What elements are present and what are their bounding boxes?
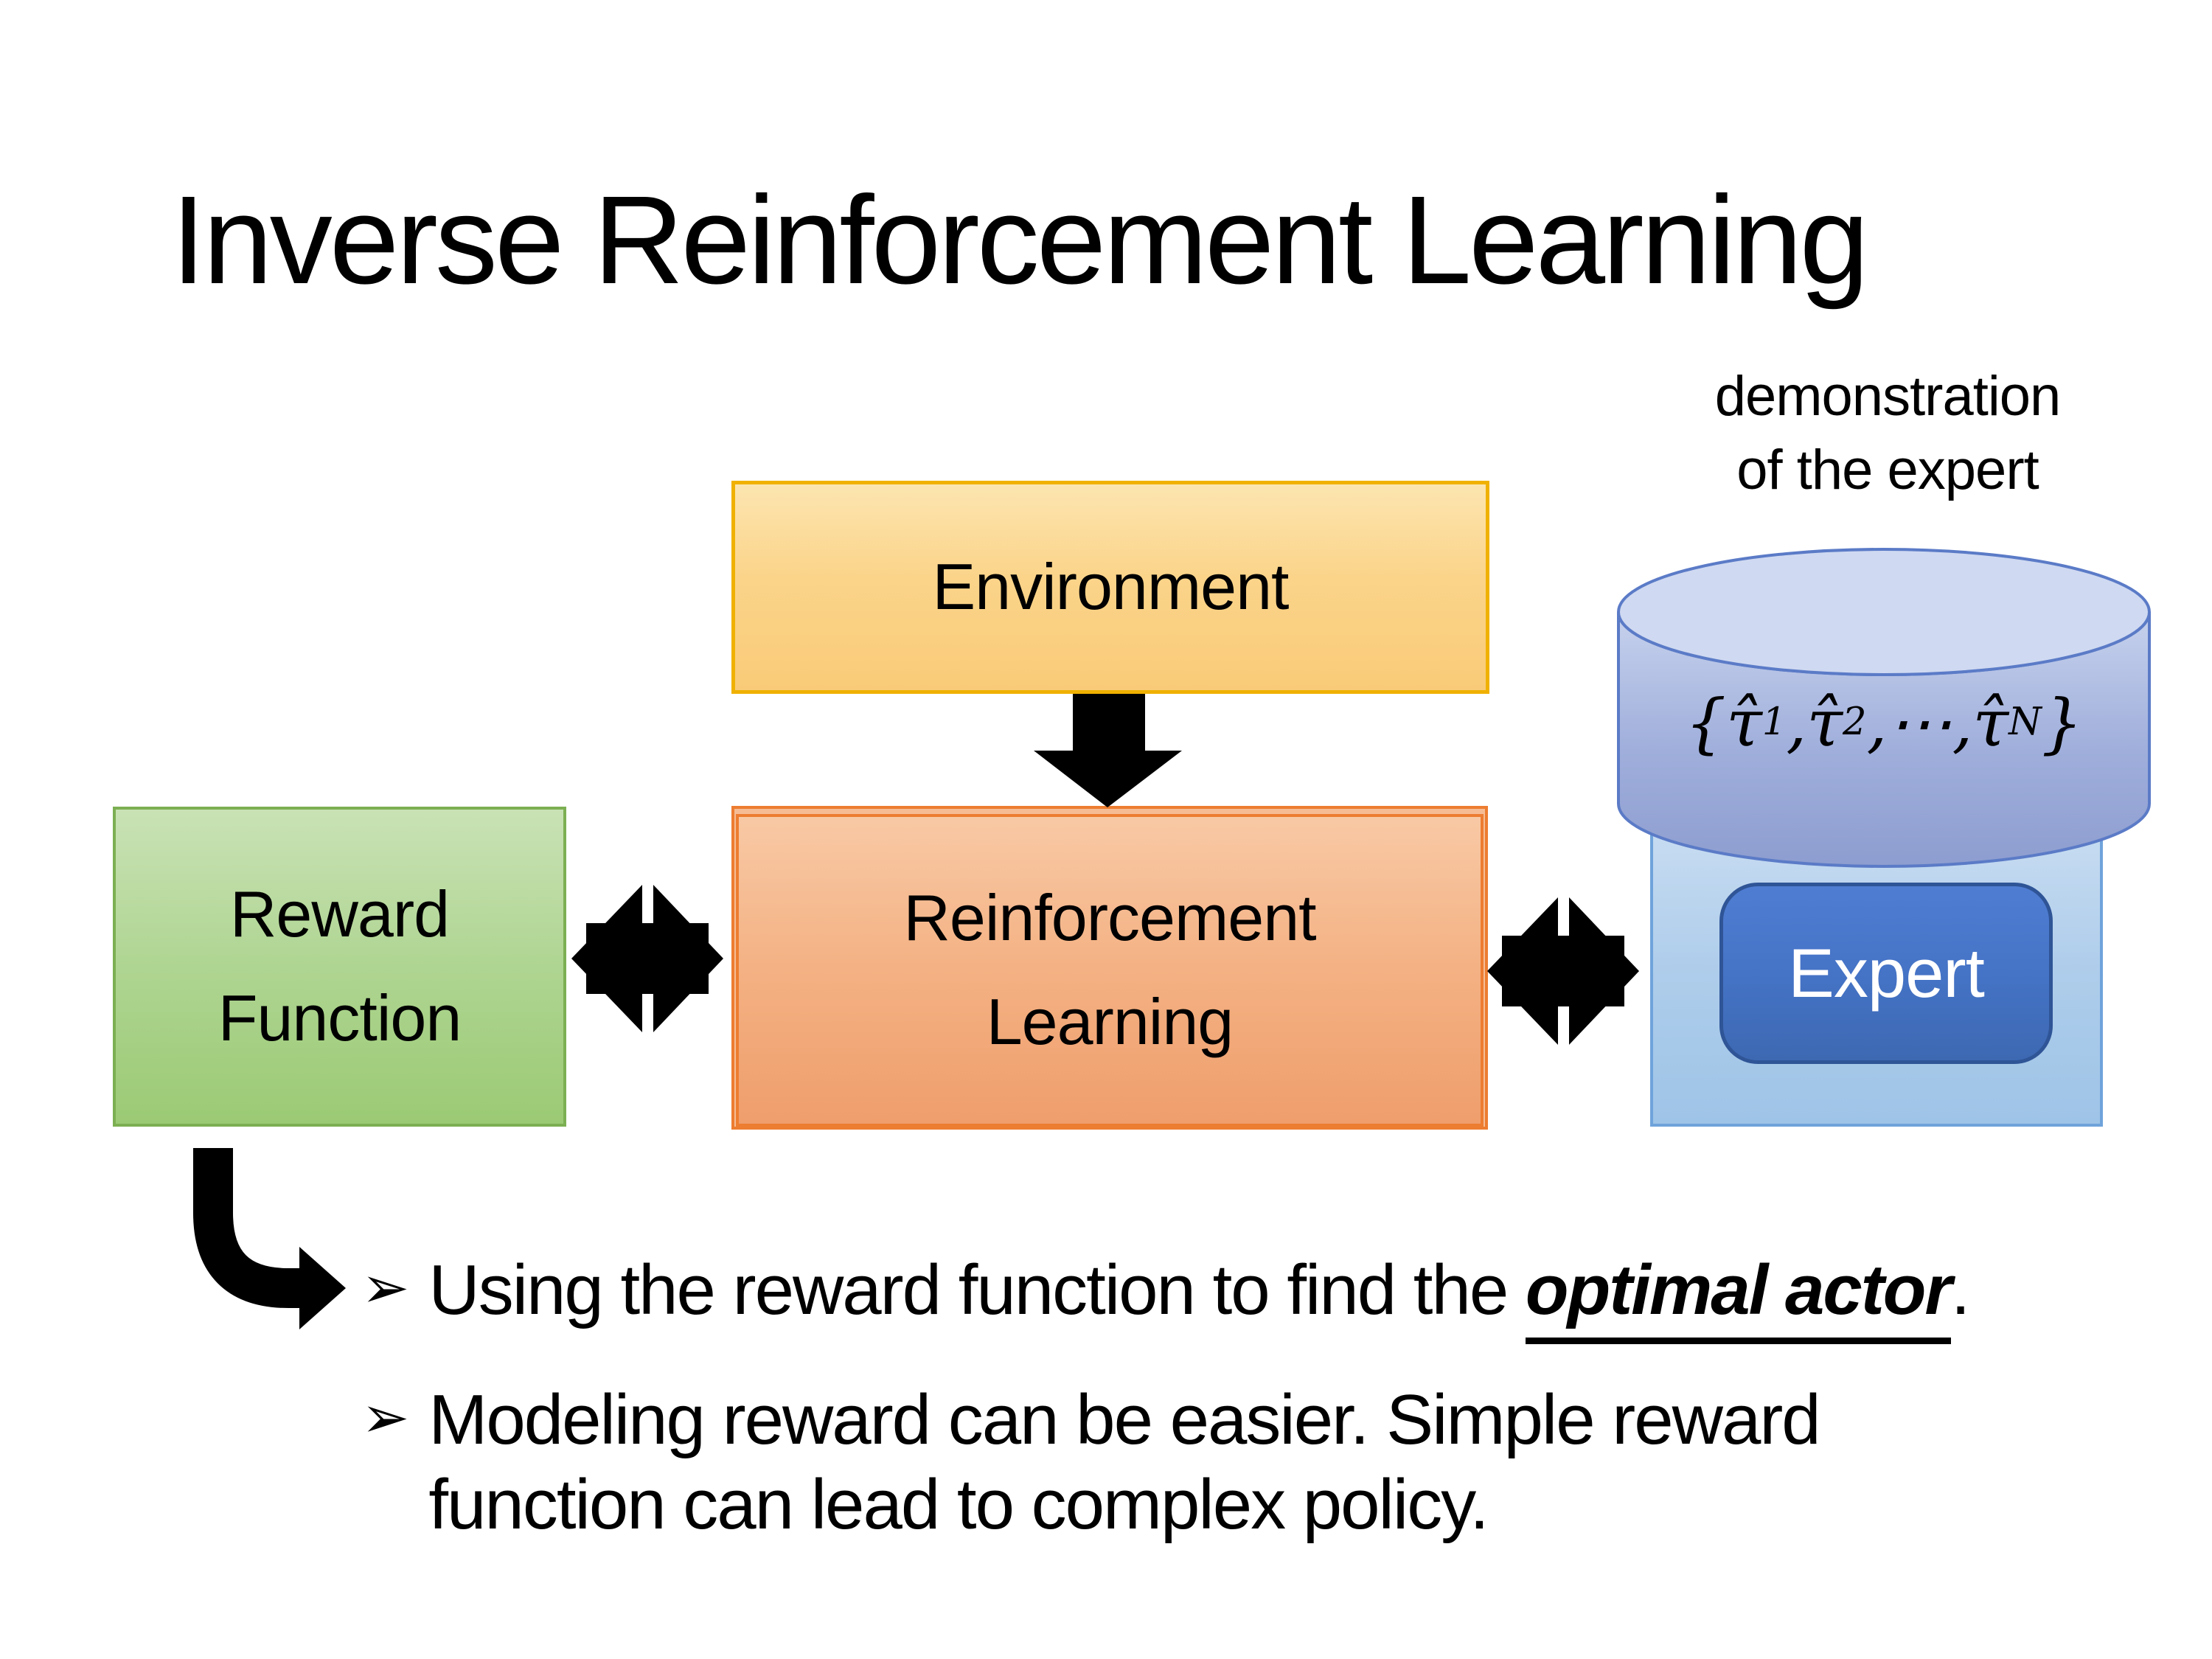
reward-label-line1: Reward	[229, 877, 450, 951]
math-sep2: ,	[1866, 684, 1888, 761]
bullet-arrowhead-icon: ➢	[361, 1255, 410, 1321]
math-tau1: τ̂	[1726, 684, 1762, 761]
reward-label-line2: Function	[218, 981, 462, 1054]
bullet-2-line2: function can lead to complex policy.	[428, 1465, 1489, 1545]
expert-box: Expert	[1719, 883, 2053, 1064]
demonstration-label-line1: demonstration	[1714, 365, 2062, 428]
right-double-arrow-icon	[1487, 897, 1639, 1045]
bullet-arrowhead-icon: ➢	[361, 1385, 410, 1451]
math-tauN: τ̂	[1972, 684, 2009, 761]
bullet-2-line1: Modeling reward can be easier. Simple re…	[428, 1380, 1820, 1459]
reward-function-box: Reward Function	[113, 807, 566, 1127]
math-rbrace: }	[2041, 684, 2083, 761]
rl-label-line1: Reinforcement	[903, 881, 1316, 955]
bullet-2-text: Modeling reward can be easier. Simple re…	[428, 1377, 1820, 1547]
math-sep3: ,	[1952, 684, 1973, 761]
environment-label: Environment	[932, 550, 1289, 624]
down-arrow-icon	[1034, 694, 1182, 807]
environment-box: Environment	[731, 481, 1489, 694]
slide-title: Inverse Reinforcement Learning	[171, 170, 1869, 310]
bullet-item-2: ➢ Modeling reward can be easier. Simple …	[361, 1377, 1821, 1547]
bullet-1-post: .	[1950, 1251, 1971, 1329]
bullet-item-1: ➢ Using the reward function to find the …	[361, 1248, 1971, 1345]
demonstration-label-line2: of the expert	[1736, 439, 2039, 502]
math-tau2: τ̂	[1806, 684, 1843, 761]
expert-label: Expert	[1788, 934, 1985, 1012]
math-lbrace: {	[1685, 684, 1727, 761]
rl-label-line2: Learning	[986, 985, 1234, 1058]
elbow-arrow-icon	[193, 1148, 346, 1329]
reinforcement-learning-box: Reinforcement Learning	[736, 814, 1484, 1127]
bullet-1-text: Using the reward function to find the op…	[428, 1248, 1971, 1345]
math-sep1: ,	[1786, 684, 1807, 761]
trajectory-set-formula: {τ̂1, τ̂2, ⋯, τ̂N}	[1685, 684, 2083, 761]
demonstration-label: demonstration of the expert	[1622, 360, 2153, 508]
left-double-arrow-icon	[571, 885, 723, 1032]
bullet-1-emphasis: optimal actor	[1525, 1248, 1952, 1345]
math-cdots: ⋯	[1887, 684, 1952, 761]
bullet-1-pre: Using the reward function to find the	[428, 1251, 1526, 1329]
